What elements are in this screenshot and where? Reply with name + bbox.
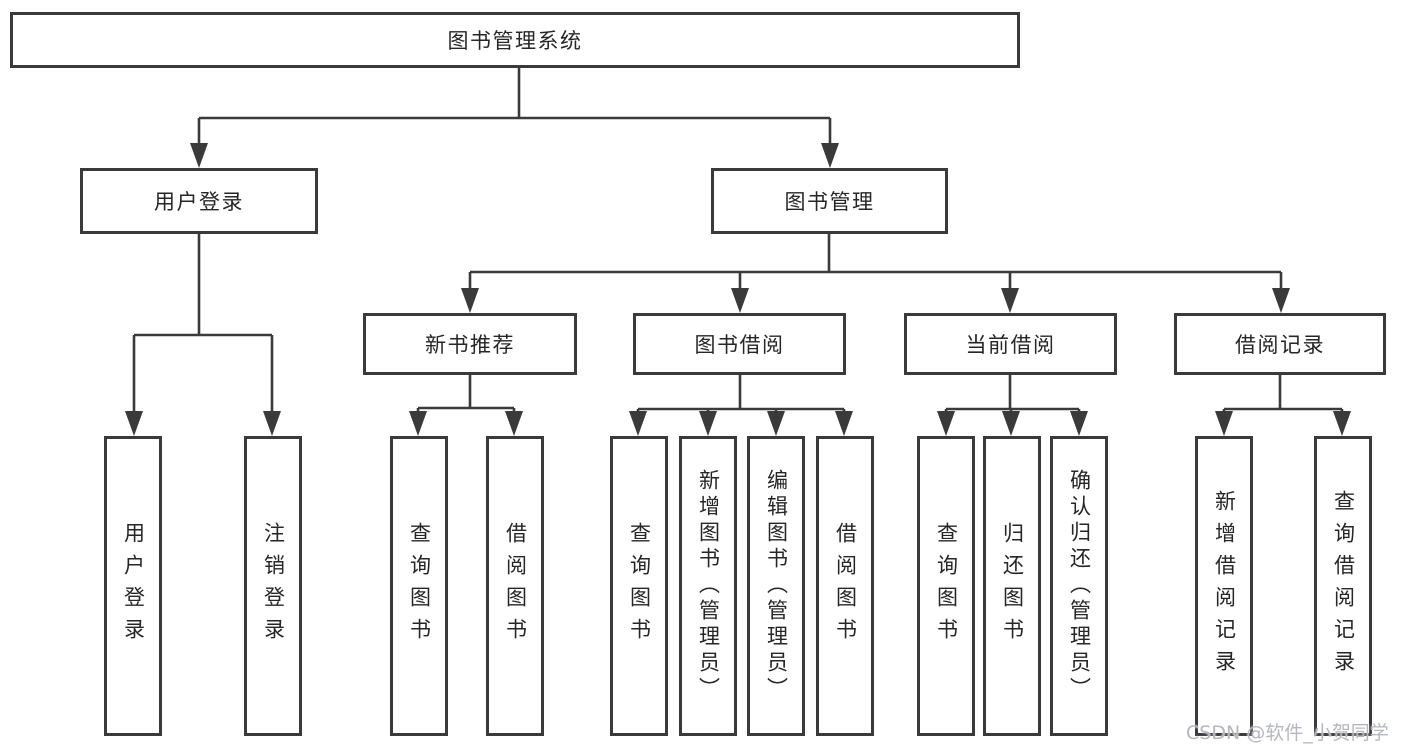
group-new-book-recommend-label: 新书推荐 [425,333,515,357]
branch-book-management-label: 图书管理 [784,190,875,214]
leaf-borrow-books-recommend-label: 借阅图书 [503,522,528,650]
leaf-add-book-admin-label: 新增图书（管理员） [696,469,721,703]
leaf-confirm-return-admin: 确认归还（管理员） [1050,436,1108,736]
group-current-borrow-label: 当前借阅 [965,333,1056,357]
leaf-add-book-admin: 新增图书（管理员） [679,436,737,736]
arrowheads [125,143,1351,436]
group-borrow-records: 借阅记录 [1174,313,1386,375]
leaf-borrow-books-borrow: 借阅图书 [816,436,874,736]
leaf-query-books-recommend-label: 查询图书 [407,522,432,650]
leaf-edit-book-admin: 编辑图书（管理员） [747,436,805,736]
leaf-user-login-label: 用户登录 [121,522,146,650]
leaf-query-books-recommend: 查询图书 [390,436,448,736]
group-new-book-recommend: 新书推荐 [363,313,577,375]
leaf-query-books-borrow: 查询图书 [610,436,668,736]
group-current-borrow: 当前借阅 [904,313,1117,375]
leaf-add-borrow-record: 新增借阅记录 [1195,436,1253,736]
leaf-return-book-label: 归还图书 [1000,522,1025,650]
group-borrow-records-label: 借阅记录 [1235,333,1325,357]
leaf-add-borrow-record-label: 新增借阅记录 [1212,490,1237,682]
leaf-edit-book-admin-label: 编辑图书（管理员） [764,469,789,703]
leaf-query-borrow-record-label: 查询借阅记录 [1331,490,1356,682]
leaf-borrow-books-recommend: 借阅图书 [486,436,544,736]
leaf-user-login: 用户登录 [104,436,162,736]
branch-user-login-label: 用户登录 [154,190,244,214]
leaf-query-books-borrow-label: 查询图书 [627,522,652,650]
group-book-borrow: 图书借阅 [633,313,846,375]
group-book-borrow-label: 图书借阅 [694,333,785,357]
leaf-query-books-current: 查询图书 [917,436,975,736]
leaf-query-books-current-label: 查询图书 [934,522,959,650]
leaf-borrow-books-borrow-label: 借阅图书 [833,522,858,650]
root-node-label: 图书管理系统 [447,29,583,53]
leaf-return-book: 归还图书 [983,436,1041,736]
leaf-confirm-return-admin-label: 确认归还（管理员） [1067,469,1092,703]
branch-user-login: 用户登录 [80,168,318,234]
leaf-logout-label: 注销登录 [261,522,286,650]
root-node: 图书管理系统 [10,12,1020,68]
leaf-query-borrow-record: 查询借阅记录 [1314,436,1372,736]
leaf-logout: 注销登录 [244,436,302,736]
watermark: CSDN @软件_小贺同学 [1186,722,1389,744]
branch-book-management: 图书管理 [711,168,948,234]
